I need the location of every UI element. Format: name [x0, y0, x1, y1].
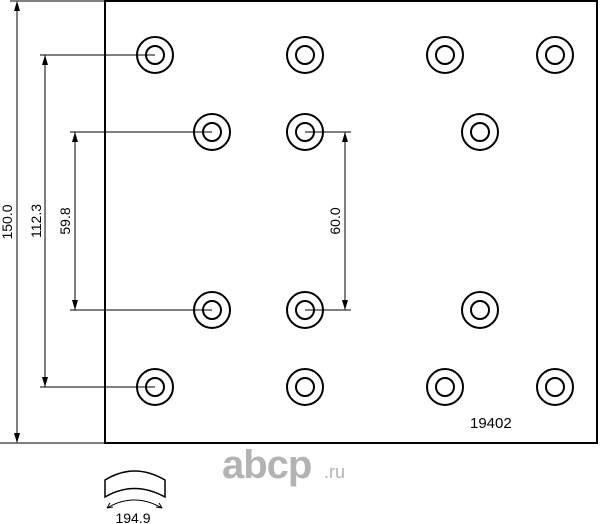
rivet-holes [136, 36, 574, 406]
rivet-hole [286, 368, 324, 406]
dimension-overall-height [0, 0, 105, 444]
rivet-hole [461, 113, 499, 151]
rivet-hole-ring [545, 377, 565, 397]
watermark-logo: abcp [222, 443, 311, 487]
rivet-hole [536, 368, 574, 406]
watermark-suffix: .ru [324, 462, 345, 482]
rivet-hole [461, 291, 499, 329]
dim-label-outer-span: 112.3 [28, 204, 44, 238]
rivet-hole-ring [286, 368, 324, 406]
dim-label-arc-length: 194.9 [115, 510, 150, 524]
rivet-hole-ring [536, 36, 574, 74]
rivet-hole [536, 36, 574, 74]
rivet-hole-ring [435, 377, 455, 397]
dimension-inner-span-left [70, 131, 212, 311]
rivet-hole-ring [426, 36, 464, 74]
rivet-hole-ring [470, 300, 490, 320]
rivet-hole-ring [461, 291, 499, 329]
rivet-hole-ring [545, 45, 565, 65]
rivet-hole [426, 36, 464, 74]
rivet-hole-ring [536, 368, 574, 406]
lining-outline [104, 0, 598, 444]
rivet-hole-ring [470, 122, 490, 142]
dimension-outer-span [40, 54, 155, 388]
rivet-hole-ring [295, 45, 315, 65]
dimension-inner-span-right [305, 131, 351, 311]
rivet-hole-ring [286, 36, 324, 74]
part-number: 19402 [470, 415, 512, 432]
dim-label-inner-span-right: 60.0 [327, 207, 343, 234]
rivet-hole [286, 36, 324, 74]
rivet-hole-ring [295, 377, 315, 397]
arc-length-icon [104, 470, 166, 509]
dim-label-inner-span-left: 59.8 [57, 207, 73, 234]
rivet-hole-ring [461, 113, 499, 151]
rivet-hole-ring [426, 368, 464, 406]
dim-label-overall-height: 150.0 [0, 204, 15, 239]
rivet-hole-ring [435, 45, 455, 65]
rivet-hole [426, 368, 464, 406]
